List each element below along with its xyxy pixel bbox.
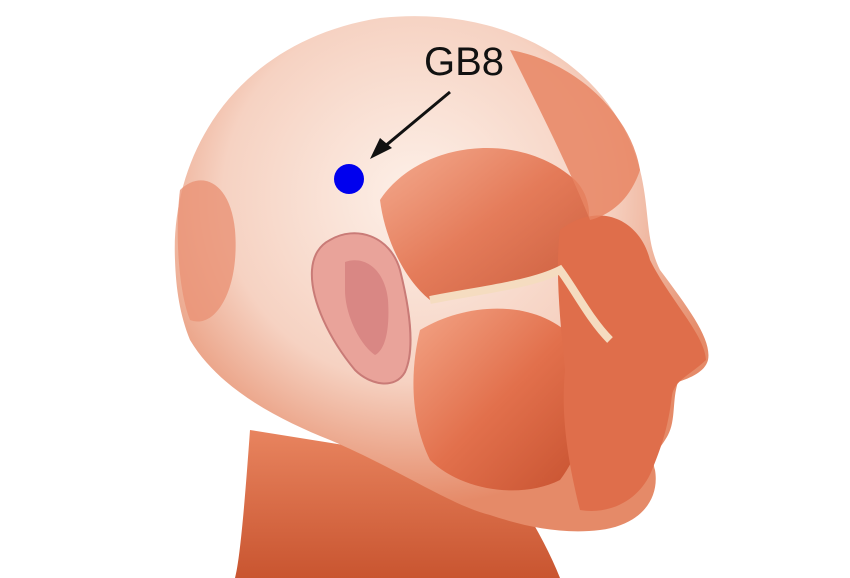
ear-concha bbox=[345, 260, 389, 355]
zygomatic-tendon bbox=[429, 264, 613, 343]
occipitalis-muscle bbox=[177, 180, 236, 322]
acupoint-label: GB8 bbox=[424, 40, 505, 84]
masseter-muscle bbox=[413, 308, 590, 491]
frontalis-muscle bbox=[510, 50, 640, 220]
gb8-acupoint bbox=[334, 164, 364, 194]
arrow-head-icon bbox=[370, 138, 392, 159]
facial-muscles bbox=[557, 215, 706, 511]
arrow-line bbox=[377, 90, 451, 154]
temporalis-muscle bbox=[380, 147, 590, 300]
